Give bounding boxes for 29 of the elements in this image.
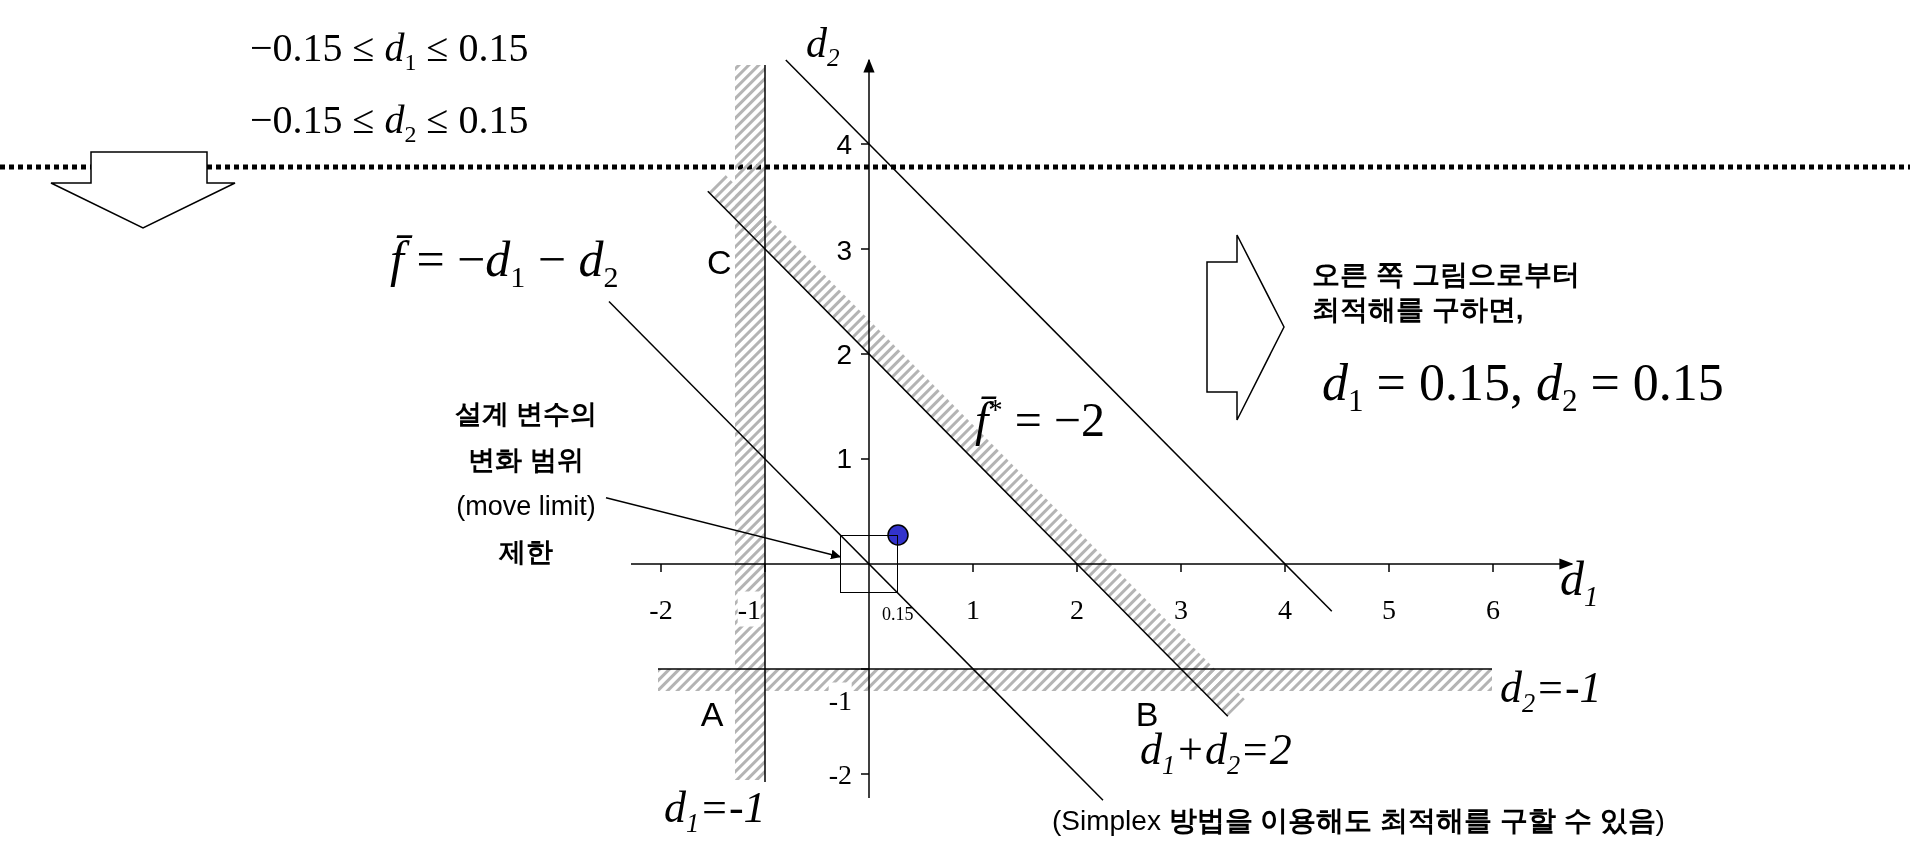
move-limit-box [840,535,898,593]
tick-label: 2 [1070,592,1084,627]
tick-label: 1 [836,441,852,476]
tick-label: 4 [1278,592,1292,627]
leader-line [605,496,841,560]
result-text: 오른 쪽 그림으로부터 최적해를 구하면, [1312,258,1581,327]
tick-label: -1 [737,591,761,627]
axis-label: d$_{2}$ [806,18,840,73]
axis-label: d$_{1}$ [1560,551,1599,614]
objective-equation: f̄ = −d$_{1}$ − d$_{2}$ [390,230,619,296]
constraint-equation: −0.15 ≤ d$_{1}$ ≤ 0.15 [250,24,529,77]
point-label: C [707,241,732,283]
tick-label: 3 [1174,592,1188,627]
tick-label: 3 [836,233,852,268]
tick-label: 0.15 [882,602,914,626]
tick-label: 2 [836,337,852,372]
tick-label: 6 [1486,592,1500,627]
tick-label: -2 [649,592,673,627]
solution-equation: d$_{1}$ = 0.15, d$_{2}$ = 0.15 [1322,352,1724,421]
line-label: d$_{1}$=-1 [664,782,766,840]
point-label: A [700,693,724,735]
tick-label: 5 [1382,592,1396,627]
tick-label: 1 [966,592,980,627]
tick-label: -2 [828,757,852,792]
tick-label: 4 [836,127,852,162]
note-text: (Simplex 방법을 이용해도 최적해를 구할 수 있음) [1052,803,1665,838]
constraint-equation: −0.15 ≤ d$_{2}$ ≤ 0.15 [250,96,529,149]
line-label: d$_{2}$=-1 [1500,662,1602,720]
callout-text: 설계 변수의 변화 범위 (move limit) 제한 [446,391,606,575]
